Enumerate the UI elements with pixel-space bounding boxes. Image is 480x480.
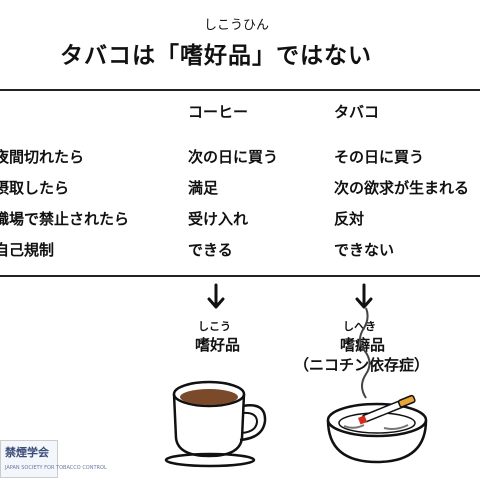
- logo-text: 禁煙学会: [5, 446, 49, 459]
- row-tobacco-cell: 次の欲求が生まれる: [334, 179, 470, 197]
- column-header-tobacco: タバコ: [334, 103, 380, 121]
- row-tobacco-cell: できない: [334, 241, 395, 259]
- row-coffee-cell: 次の日に買う: [188, 148, 279, 166]
- row-situation: 夜間切れたら: [0, 148, 85, 166]
- coffee-result-label: 嗜好品: [195, 336, 241, 354]
- page-title: タバコは「嗜好品」ではない: [60, 43, 372, 69]
- smoke-icon: [359, 307, 371, 399]
- coffee-cup-icon: [164, 380, 267, 468]
- tobacco-result-label: 嗜癖品: [340, 336, 386, 354]
- row-coffee-cell: 受け入れ: [188, 210, 249, 228]
- bottom-rule: [0, 275, 480, 277]
- row-tobacco-cell: 反対: [334, 210, 365, 228]
- society-logo: 禁煙学会 JAPAN SOCIETY FOR TOBACCO CONTROL: [0, 440, 107, 478]
- tobacco-result-note: （ニコチン依存症）: [294, 356, 430, 374]
- down-arrow-icon: [355, 283, 373, 309]
- coffee-result-ruby: しこう: [198, 320, 231, 333]
- tobacco-result-ruby: しへき: [343, 320, 376, 333]
- row-situation: 職場で禁止されたら: [0, 210, 130, 228]
- top-rule: [0, 89, 480, 91]
- down-arrow-icon: [207, 283, 225, 309]
- logo-subtext: JAPAN SOCIETY FOR TOBACCO CONTROL: [5, 465, 107, 471]
- row-situation: 自己規制: [0, 241, 55, 259]
- row-situation: 摂取したら: [0, 179, 70, 197]
- row-coffee-cell: できる: [188, 241, 233, 259]
- title-ruby: しこうひん: [204, 18, 270, 33]
- column-header-coffee: コーヒー: [188, 103, 249, 121]
- row-coffee-cell: 満足: [188, 179, 219, 197]
- ashtray-icon: [326, 394, 428, 464]
- row-tobacco-cell: その日に買う: [334, 148, 425, 166]
